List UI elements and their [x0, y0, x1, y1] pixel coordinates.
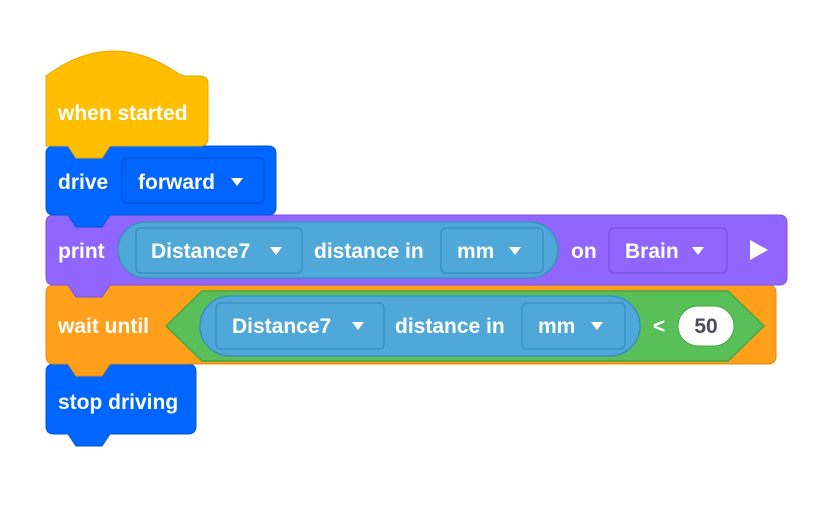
- unit-dropdown-wait-box: [521, 302, 626, 350]
- compare-value-input[interactable]: 50: [677, 305, 735, 347]
- chevron-down-icon: [270, 247, 282, 255]
- drive-label: drive: [58, 171, 108, 194]
- drive-direction-dropdown[interactable]: forward: [121, 157, 265, 204]
- drive-block[interactable]: drive forward: [45, 145, 277, 228]
- drive-direction-value: forward: [138, 171, 215, 194]
- stop-driving-block-shape: [45, 363, 197, 447]
- when-started-block[interactable]: when started: [45, 50, 209, 159]
- sensor-dropdown-wait-value: Distance7: [232, 315, 331, 338]
- unit-dropdown-print[interactable]: mm: [440, 227, 544, 274]
- compare-value-input-shape: [677, 305, 735, 347]
- wait-until-block[interactable]: wait until Distance7 distance in mm: [45, 284, 777, 377]
- print-label: print: [58, 240, 105, 263]
- chevron-down-icon: [352, 322, 364, 330]
- operator-symbol: <: [653, 315, 665, 338]
- print-target-dropdown-box: [608, 227, 728, 274]
- chevron-down-icon: [231, 178, 243, 186]
- unit-dropdown-wait-value: mm: [538, 315, 575, 338]
- stop-driving-block[interactable]: stop driving: [45, 363, 197, 447]
- sensor-dropdown-print-box: [135, 227, 303, 274]
- print-block[interactable]: print Distance7 distance in mm on Brain: [45, 214, 788, 298]
- compare-value-text: 50: [694, 315, 717, 338]
- reporter-text-print: distance in: [314, 240, 424, 263]
- reporter-text-wait: distance in: [395, 315, 505, 338]
- distance-reporter-print[interactable]: Distance7 distance in mm: [117, 221, 559, 279]
- expand-arrow-icon[interactable]: [750, 240, 768, 260]
- unit-dropdown-wait[interactable]: mm: [521, 302, 626, 350]
- when-started-label: when started: [57, 102, 188, 125]
- print-on-label: on: [571, 240, 597, 263]
- unit-dropdown-print-box: [440, 227, 544, 274]
- distance-reporter-wait[interactable]: Distance7 distance in mm: [199, 295, 641, 357]
- chevron-down-icon: [509, 247, 521, 255]
- drive-direction-dropdown-box: [121, 157, 265, 204]
- chevron-down-icon: [591, 322, 603, 330]
- sensor-dropdown-print[interactable]: Distance7: [135, 227, 303, 274]
- wait-until-label: wait until: [57, 315, 149, 338]
- less-than-operator[interactable]: Distance7 distance in mm < 50: [164, 290, 766, 362]
- sensor-dropdown-print-value: Distance7: [151, 240, 250, 263]
- stop-driving-label: stop driving: [58, 391, 178, 414]
- sensor-dropdown-wait-box: [215, 302, 385, 350]
- unit-dropdown-print-value: mm: [457, 240, 494, 263]
- sensor-dropdown-wait[interactable]: Distance7: [215, 302, 385, 350]
- print-target-dropdown[interactable]: Brain: [608, 227, 728, 274]
- print-target-value: Brain: [625, 240, 679, 263]
- when-started-block-shape: [45, 50, 209, 159]
- chevron-down-icon: [692, 247, 704, 255]
